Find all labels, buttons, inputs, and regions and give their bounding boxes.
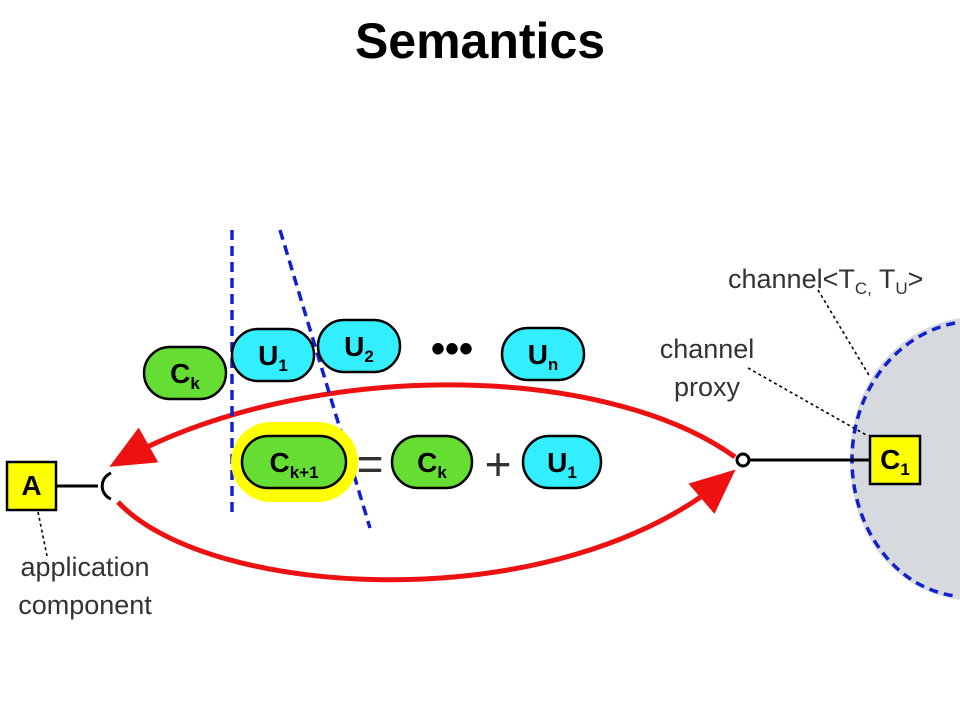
svg-text:U2: U2 — [344, 331, 374, 366]
channel-callout-line — [817, 289, 871, 378]
ellipsis: ••• — [431, 327, 473, 371]
app-socket-icon — [100, 471, 112, 501]
red-arrow-upper — [109, 382, 737, 467]
channel-type-label: channel<TC, TU> — [728, 264, 923, 298]
plus-sign: + — [485, 438, 512, 490]
node-state-ck-plus-1: Ck+1 — [231, 422, 358, 502]
svg-text:U1: U1 — [258, 340, 288, 375]
node-update-un: Un — [500, 326, 586, 382]
app-callout-line — [37, 511, 48, 557]
page-title: Semantics — [355, 13, 605, 69]
application-component-label-line2: component — [18, 590, 152, 620]
node-update-u2: U2 — [316, 318, 402, 374]
svg-text:C1: C1 — [880, 444, 910, 479]
svg-text:Un: Un — [528, 339, 559, 374]
svg-text:U1: U1 — [547, 447, 577, 482]
dashed-cut-line-right — [278, 229, 372, 529]
svg-text:Ck: Ck — [170, 358, 200, 393]
proxy-callout-line — [747, 367, 869, 437]
node-application-component-a: A — [5, 460, 58, 512]
node-update-u1-equation: U1 — [521, 434, 603, 490]
node-update-u1: U1 — [230, 327, 316, 383]
svg-text:A: A — [21, 470, 41, 501]
red-arrow-lower — [116, 469, 736, 583]
channel-proxy-label-line2: proxy — [674, 372, 741, 402]
node-state-ck-equation: Ck — [390, 434, 474, 490]
application-component-label-line1: application — [20, 552, 149, 582]
node-state-ck: Ck — [142, 345, 228, 401]
equals-sign: = — [357, 438, 384, 490]
svg-text:Ck+1: Ck+1 — [269, 447, 318, 482]
proxy-port-icon — [735, 452, 751, 468]
channel-proxy-label-line1: channel — [660, 334, 755, 364]
node-channel-proxy-c1: C1 — [868, 434, 922, 486]
svg-text:Ck: Ck — [417, 447, 447, 482]
